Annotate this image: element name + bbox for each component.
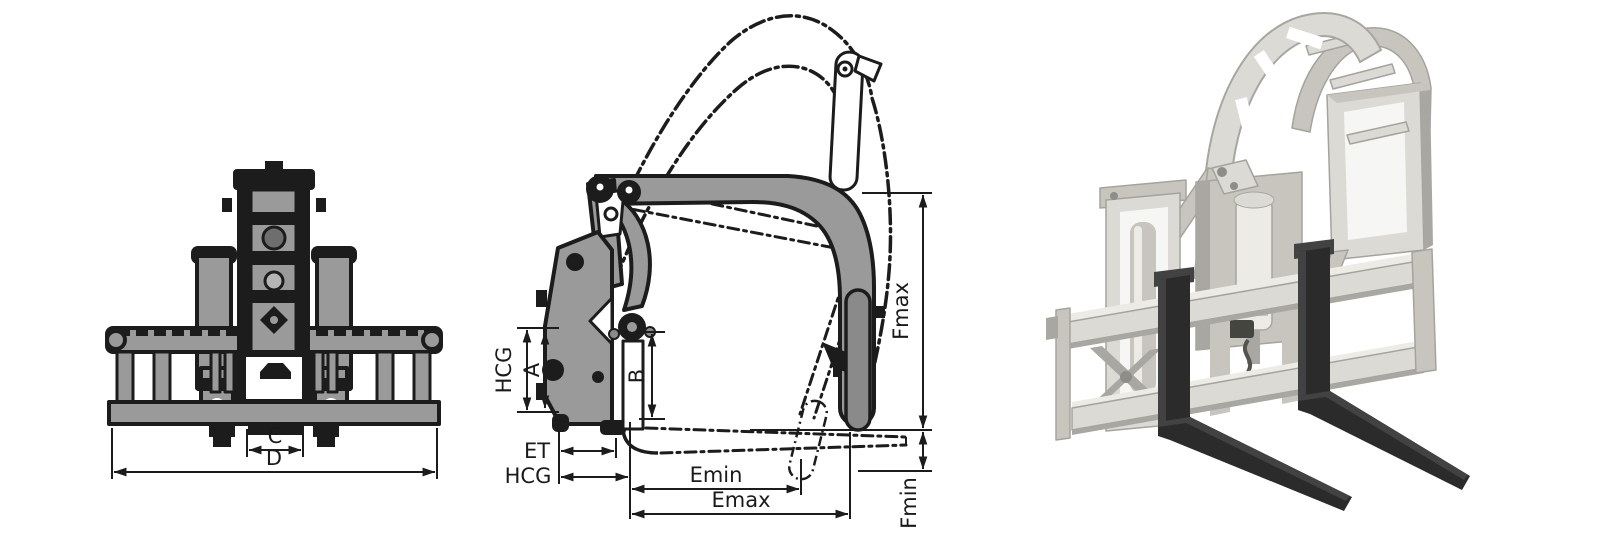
dimension-hcg-horizontal: HCG (505, 422, 631, 519)
render-3d-view (1046, 12, 1470, 511)
dim-label-a: A (520, 362, 544, 377)
dim-label-fmin: Fmin (897, 477, 921, 529)
dim-label-b: B (625, 369, 649, 383)
open-link (828, 50, 883, 192)
fork-right (1294, 239, 1470, 490)
dim-label-et: ET (524, 439, 550, 463)
carriage-rails (1046, 248, 1437, 441)
dimension-et: ET (524, 430, 617, 484)
dimension-d: D (111, 428, 438, 479)
dim-label-d: D (266, 446, 282, 470)
front-view: C D (105, 161, 443, 479)
dim-label-fmax: Fmax (889, 282, 913, 340)
dim-label-hcg-vertical: HCG (492, 347, 516, 394)
dimension-b: B (625, 331, 665, 420)
dimension-c: C (246, 424, 304, 457)
frame-posts (115, 350, 432, 406)
dimension-emin: Emin (631, 459, 802, 495)
fork-left (1154, 267, 1352, 511)
mast-front (222, 161, 326, 354)
arm-clip (822, 342, 846, 372)
dim-label-hcg-horizontal: HCG (505, 464, 552, 488)
fork-side (608, 313, 908, 455)
clamp-pad (844, 288, 872, 432)
dimension-hcg-vertical: HCG (492, 327, 559, 413)
dim-label-c: C (268, 424, 283, 448)
dim-label-emin: Emin (690, 463, 743, 487)
dimension-fmax: Fmax (750, 192, 932, 431)
arch-rung (1329, 63, 1396, 90)
dimension-fmin: Fmin (858, 431, 932, 529)
arch-front-rail (1204, 12, 1383, 174)
rear-clamp-frame (1300, 82, 1433, 333)
dimension-a: A (520, 331, 550, 409)
bottom-bar (107, 400, 441, 447)
dimension-emax: Emax (631, 432, 851, 519)
dim-label-emax: Emax (711, 488, 770, 512)
center-block (233, 350, 315, 407)
side-view: HCG A B ET HCG Emin (492, 14, 932, 529)
